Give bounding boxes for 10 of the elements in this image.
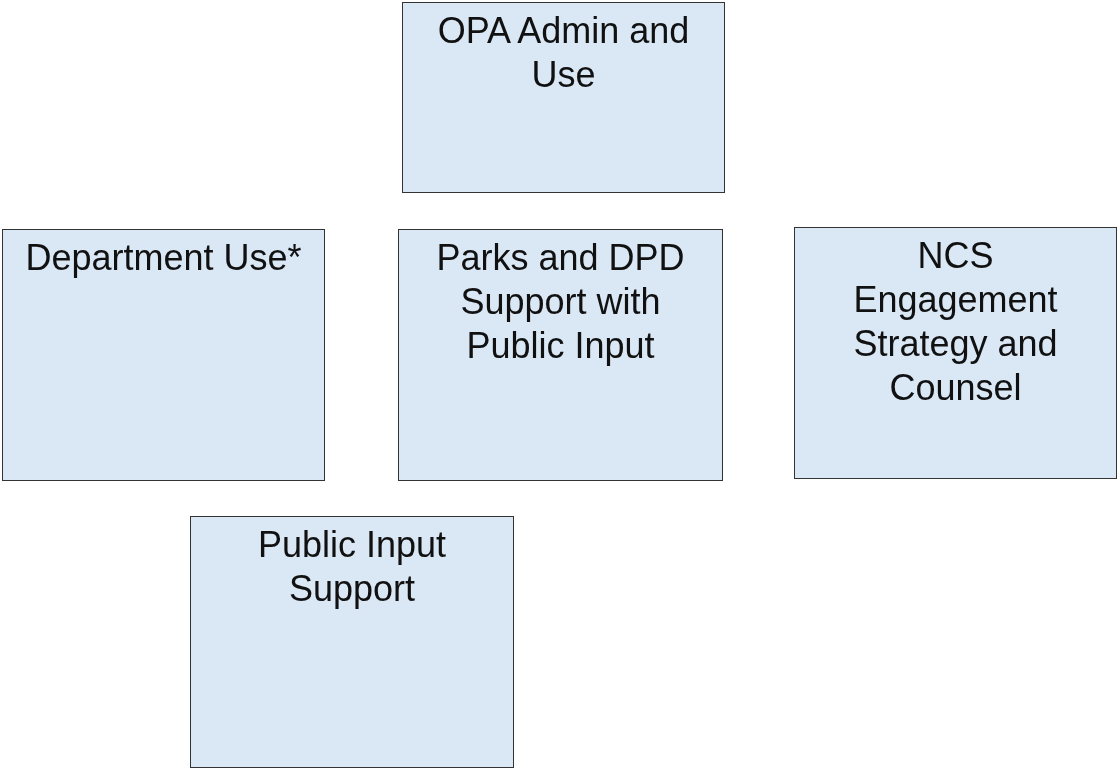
text-box (402, 2, 725, 193)
text-box (2, 229, 325, 481)
box-label: Department Use* (24, 236, 303, 280)
box-label: Parks and DPD Support with Public Input (435, 236, 686, 368)
box-label: NCS Engagement Strategy and Counsel (852, 234, 1059, 410)
box-label: OPA Admin and Use (436, 9, 691, 97)
box-label: Public Input Support (256, 523, 448, 611)
text-box (398, 229, 723, 481)
text-box (190, 516, 514, 768)
text-box (794, 227, 1117, 479)
